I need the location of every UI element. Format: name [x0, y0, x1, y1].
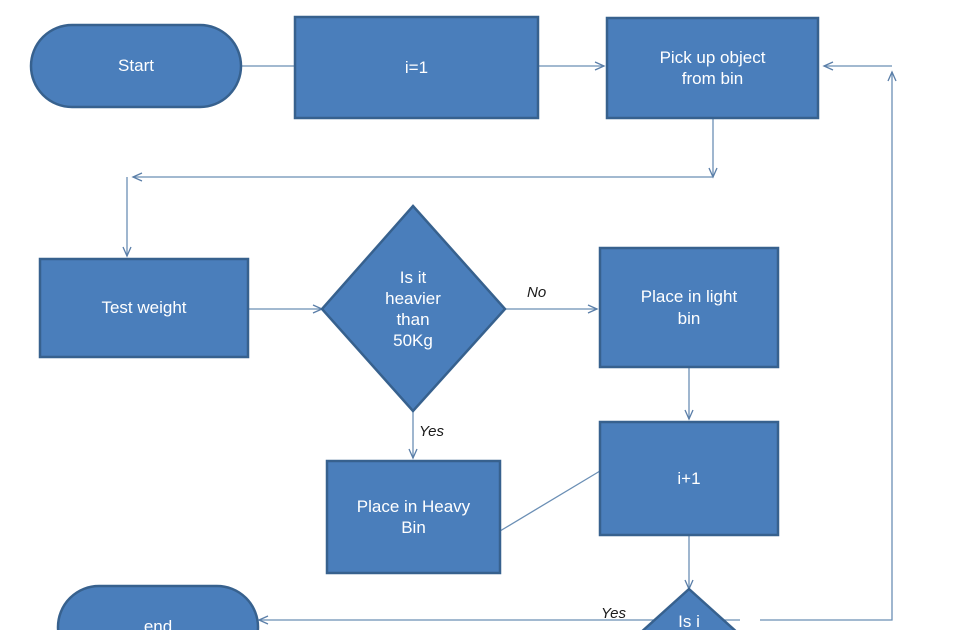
node-shape-end — [56, 584, 260, 630]
node-shape-pickup — [605, 16, 820, 120]
edge-label-yes-heavy: Yes — [419, 423, 445, 440]
node-shape-start — [29, 23, 243, 109]
connector-heavy-to-increment — [499, 470, 601, 532]
node-shape-test — [38, 257, 250, 359]
node-shape-init — [293, 15, 540, 120]
edge-label-no: No — [527, 284, 547, 301]
node-shape-heavy — [325, 459, 502, 575]
node-shape-increment — [598, 420, 780, 537]
node-shape-light — [598, 246, 780, 369]
node-shape-loopcheck — [641, 587, 737, 630]
edge-label-yes-end: Yes — [601, 605, 627, 622]
node-shape-decide — [320, 204, 507, 413]
connector-loopcheck-no-riser — [760, 70, 897, 621]
